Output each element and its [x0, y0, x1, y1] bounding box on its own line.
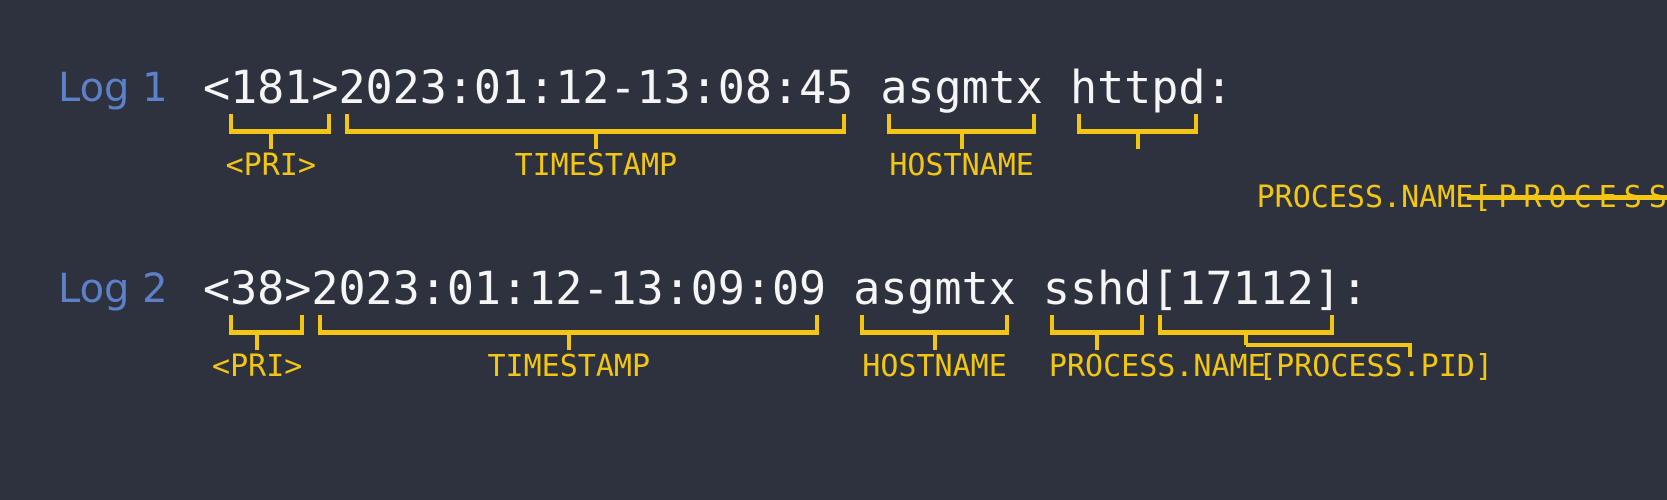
- log-row-2: Log 2 <38> <PRI> 2023:01:12-13:09:09 TIM…: [58, 265, 1667, 393]
- log2-segment-colon: :: [1341, 265, 1368, 350]
- field-label-timestamp: TIMESTAMP: [487, 349, 651, 384]
- log-text-pri: <38>: [203, 262, 312, 315]
- log2-segment-process-name: sshd PROCESS.NAME: [1042, 262, 1266, 383]
- log-text-space: [1016, 265, 1043, 313]
- log1-segment-space: [853, 64, 880, 149]
- bracket-stem: [268, 134, 273, 149]
- log2-segment-pri: <38> <PRI>: [203, 262, 312, 383]
- log-text-process-name: sshd: [1042, 262, 1152, 315]
- field-bracket: [345, 114, 847, 134]
- log-text-space: [1043, 64, 1070, 112]
- field-bracket: [229, 315, 305, 335]
- log-text-pri: <181>: [203, 61, 339, 114]
- log-text-hostname: asgmtx: [880, 61, 1043, 114]
- field-bracket: [887, 114, 1036, 134]
- field-label-process-name-text: PROCESS.NAME: [1256, 180, 1474, 215]
- log1-segment-pri: <181> <PRI>: [203, 61, 339, 182]
- field-label-hostname: HOSTNAME: [889, 148, 1034, 183]
- log-text-timestamp: 2023:01:12-13:08:45: [338, 61, 854, 114]
- field-label-process-name: PROCESS.NAME[PROCESS.PID]: [1076, 150, 1667, 246]
- field-bracket: [860, 315, 1009, 335]
- field-bracket: [1076, 114, 1199, 134]
- field-label-pid-struck: [PROCESS.PID]: [1467, 182, 1667, 214]
- log-text-pid: [17112]: [1151, 262, 1341, 315]
- field-bracket: [229, 114, 332, 134]
- field-label-pri: <PRI>: [212, 349, 303, 384]
- log1-segment-process-name: httpd PROCESS.NAME[PROCESS.PID]: [1069, 61, 1667, 214]
- connector-elbow: [1246, 343, 1413, 347]
- log2-segment-timestamp: 2023:01:12-13:09:09 TIMESTAMP: [311, 262, 827, 383]
- bracket-stem: [959, 134, 964, 149]
- connector-stem: [1244, 335, 1249, 345]
- field-label-hostname: HOSTNAME: [862, 349, 1007, 384]
- log-text-hostname: asgmtx: [853, 262, 1016, 315]
- connector-tick: [1408, 343, 1413, 357]
- bracket-stem: [593, 134, 598, 149]
- log-line-1: <181> <PRI> 2023:01:12-13:08:45 TIMESTAM…: [203, 61, 1667, 214]
- field-label-process-name: PROCESS.NAME: [1048, 349, 1266, 384]
- bracket-stem: [1135, 134, 1140, 149]
- log-text-space: [826, 265, 853, 313]
- log1-segment-hostname: asgmtx HOSTNAME: [880, 61, 1043, 182]
- field-label-timestamp: TIMESTAMP: [514, 148, 678, 183]
- log-text-colon: :: [1340, 262, 1369, 315]
- log-text-space: [853, 64, 880, 112]
- field-bracket: [1049, 315, 1145, 335]
- bracket-stem: [255, 335, 260, 350]
- field-bracket: [1158, 315, 1334, 335]
- log-text-colon: :: [1205, 61, 1233, 114]
- log-row-1-label: Log 1: [58, 65, 168, 111]
- log2-segment-pid: [17112] [PROCESS.PID]: [1151, 262, 1493, 383]
- log-row-1: Log 1 <181> <PRI> 2023:01:12-13:08:45 TI…: [58, 61, 1667, 214]
- field-label-pri: <PRI>: [225, 148, 316, 183]
- log1-segment-space: [1043, 64, 1070, 149]
- bracket-stem: [932, 335, 937, 350]
- bracket-stem: [1095, 335, 1100, 350]
- log-text-timestamp: 2023:01:12-13:09:09: [311, 262, 827, 315]
- log2-segment-space: [826, 265, 853, 350]
- log-row-2-label: Log 2: [58, 266, 168, 312]
- log-line-2: <38> <PRI> 2023:01:12-13:09:09 TIMESTAMP…: [203, 262, 1493, 383]
- log2-segment-space: [1016, 265, 1043, 350]
- log2-segment-hostname: asgmtx HOSTNAME: [853, 262, 1016, 383]
- field-bracket: [318, 315, 820, 335]
- log1-segment-timestamp: 2023:01:12-13:08:45 TIMESTAMP: [338, 61, 854, 182]
- bracket-stem: [566, 335, 571, 350]
- log1-segment-colon: :: [1205, 64, 1232, 149]
- field-label-pid: [PROCESS.PID]: [1258, 349, 1493, 384]
- log-text-process-name: httpd: [1069, 61, 1206, 114]
